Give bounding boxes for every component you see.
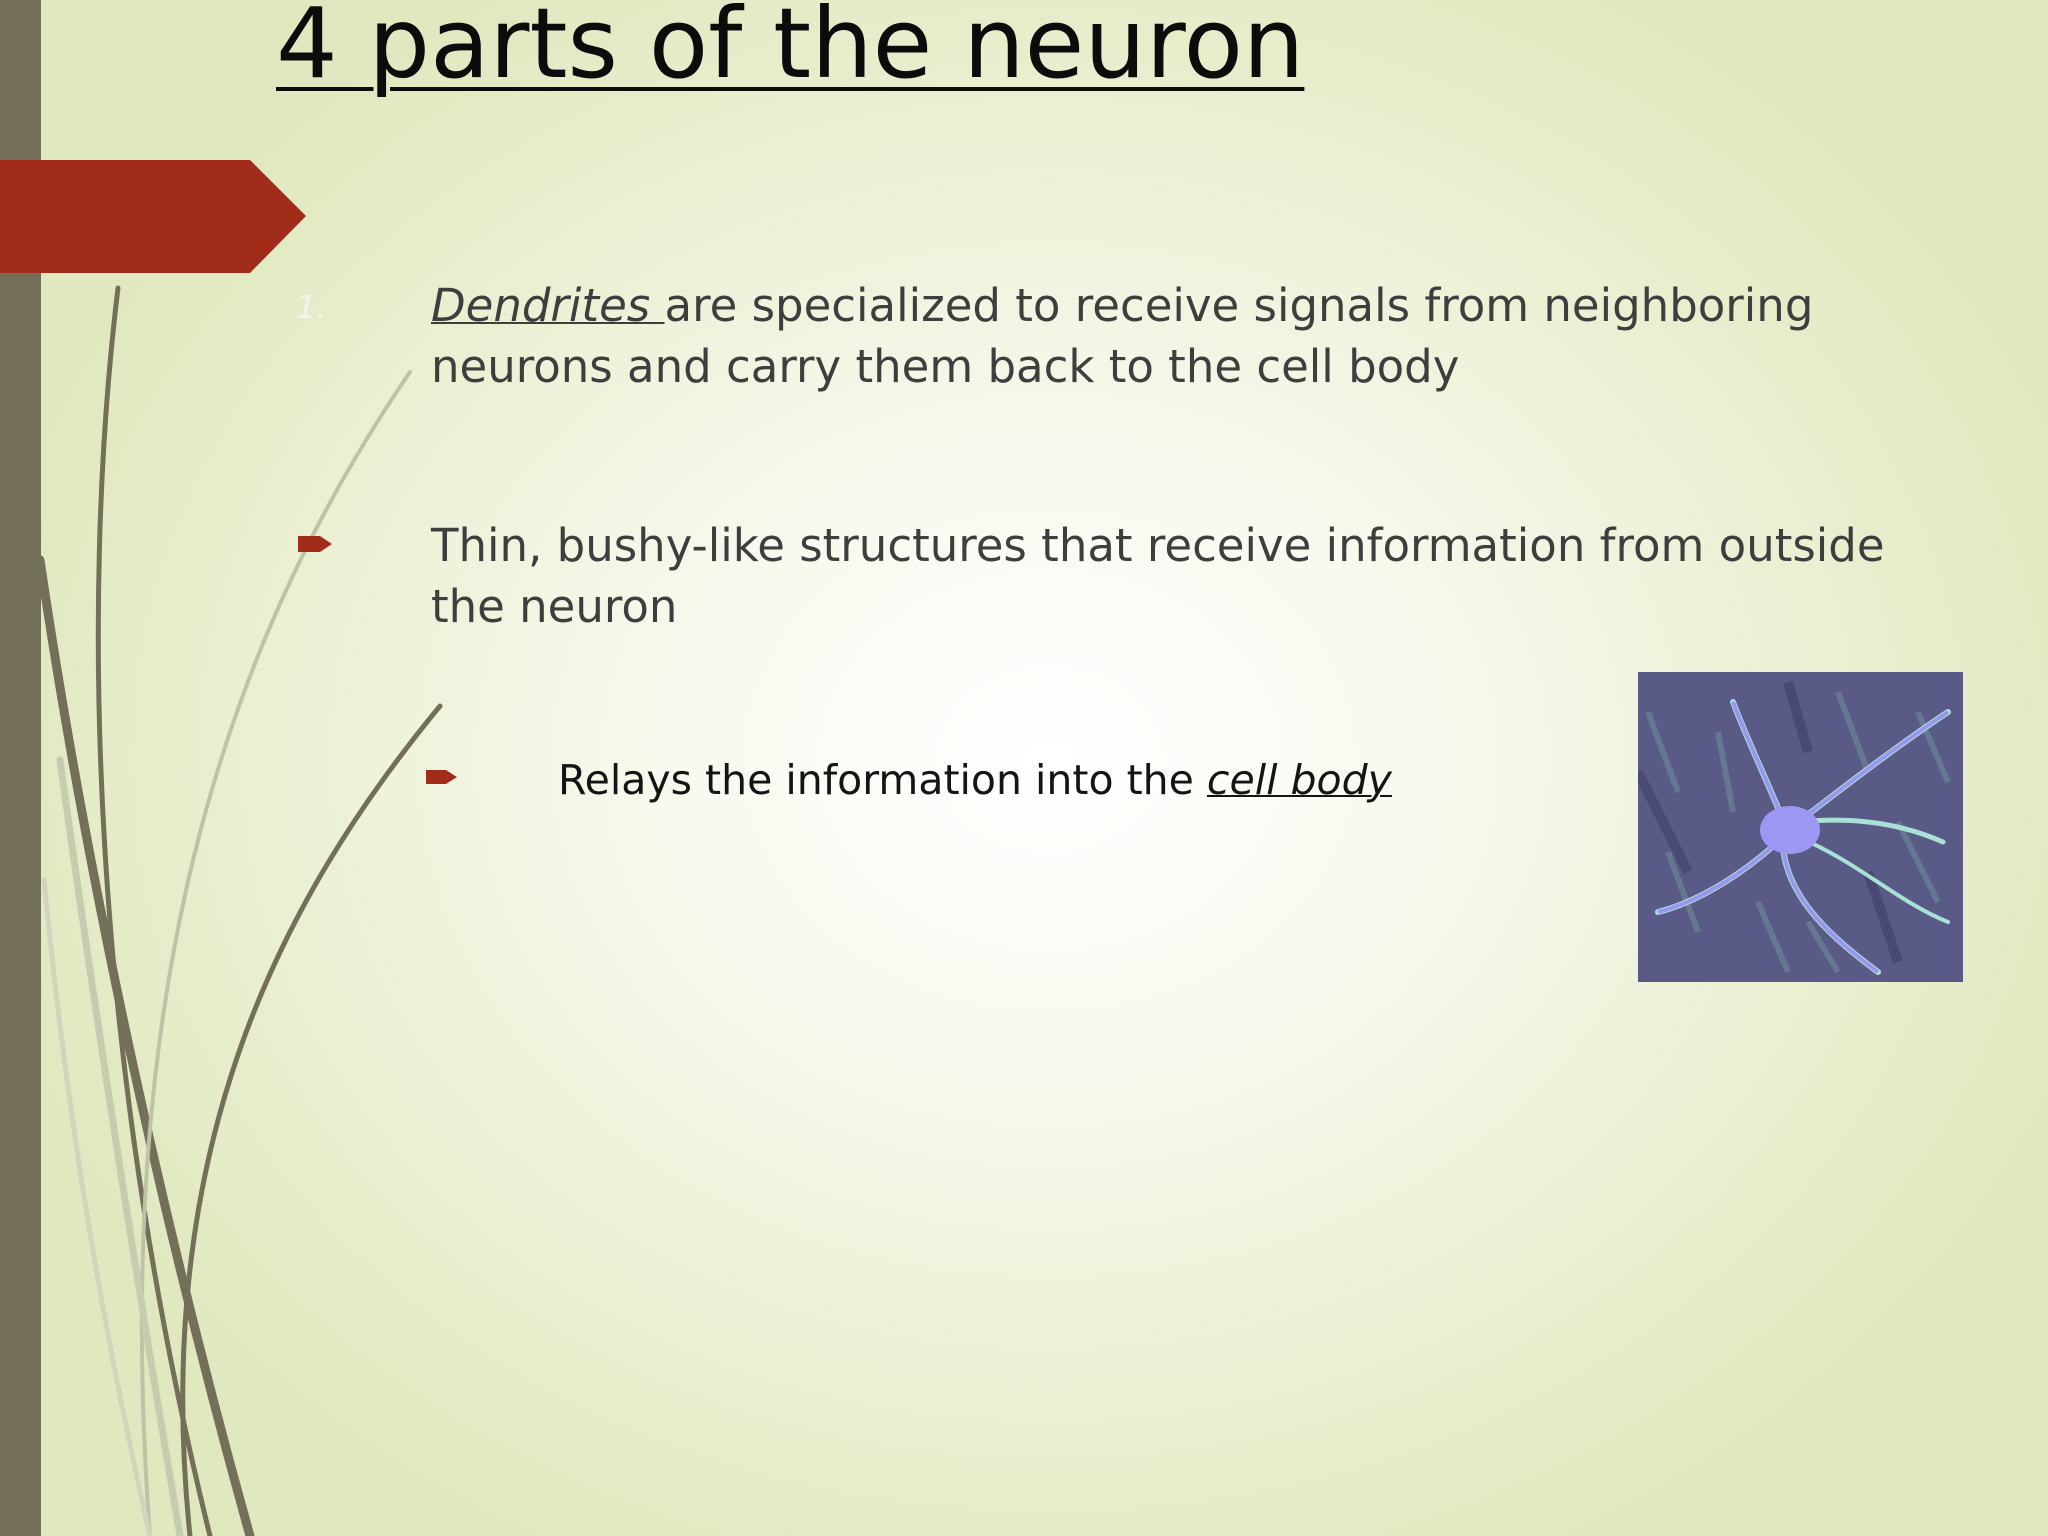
slide-title: 4 parts of the neuron <box>276 0 1305 100</box>
neuron-image <box>1638 672 1963 982</box>
item-text: are specialized to receive signals from … <box>431 279 1814 393</box>
term-cell-body: cell body <box>1206 756 1392 804</box>
item-text: Relays the information into the <box>558 756 1207 804</box>
term-dendrites: Dendrites <box>431 279 665 332</box>
arrow-bullet-icon <box>426 770 457 784</box>
list-number: 1. <box>296 288 327 326</box>
arrow-bullet-icon <box>298 536 332 552</box>
accent-tab <box>0 160 306 273</box>
list-item-relay: Relays the information into the cell bod… <box>558 750 1658 811</box>
list-item-dendrites: Dendrites are specialized to receive sig… <box>431 275 1931 397</box>
list-item-description: Thin, bushy-like structures that receive… <box>431 519 1885 633</box>
